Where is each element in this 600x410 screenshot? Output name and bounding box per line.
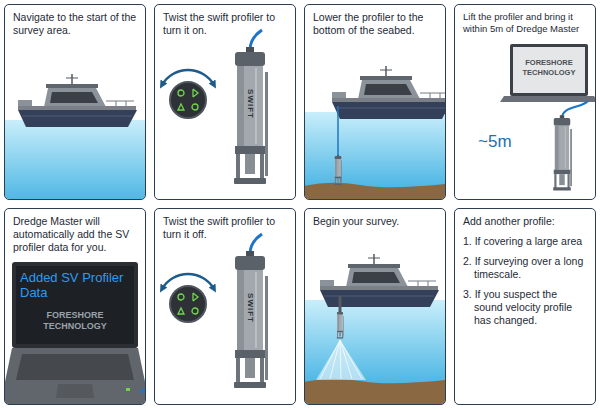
device-logo: SWIFT [246,89,254,119]
panel-1-art [162,30,268,184]
panel-5-art [162,234,268,388]
distance-label: ~5m [478,132,528,152]
list-item: 3. If you suspect the sound velocity pro… [463,288,587,327]
panel-6-art-part-part [340,340,352,379]
panel-6-art-part-part [340,340,362,379]
step-text: Lower the profiler to the bottom of the … [313,11,437,37]
panel-2-art-part [305,183,445,199]
panel-3-art-part [513,47,585,93]
panel-1-art-part [162,70,214,118]
step-text: Add another profile: [463,215,587,228]
device-logo: SWIFT [246,293,254,323]
panel-4-art-part [12,262,138,348]
panel-3-art-part [500,96,595,102]
panel-6-art-part-part [340,340,341,379]
step-panel: Add another profile: 1. If covering a lar… [454,208,596,405]
step-text: Begin your survey. [313,215,437,228]
panel-6-art-part [305,379,445,404]
panel-0-art-part [18,74,137,127]
step-text: Dredge Master will automatically add the… [13,215,137,254]
step-panel: Lift the profiler and bring it within 5m… [454,4,596,200]
step-panel: Navigate to the start of the survey area… [4,4,146,200]
list-item: 1. If covering a large area [463,235,587,248]
step-text: Twist the swift profiler to turn it off. [163,215,287,241]
screen-text: FORESHORE TECHNOLOGY [36,310,114,332]
panel-2-art-part [337,106,339,156]
panel-6-art-part [316,340,366,380]
panel-2-art-part [332,66,445,119]
panel-6-art-part [320,340,362,379]
step-panel: Twist the swift profiler to turn it on. [154,4,296,200]
panel-0-art [5,74,145,199]
panel-5-art-part [234,251,268,388]
panel-0-art-part [5,120,145,199]
step-panel: Dredge Master will automatically add the… [4,208,146,405]
panel-2-art [305,66,445,199]
panel-6-art-part [305,300,445,384]
screen-text: Added SV Profiler Data [20,270,132,300]
panel-4-art-part [140,388,145,392]
panel-6-art-part-part [320,340,340,379]
panel-6-art-part [337,311,344,338]
panel-4-art-part [16,266,134,344]
list-item: 2. If surveying over a long timescale. [463,255,587,281]
panel-3-art-part [510,44,588,96]
panel-4-art-part [56,384,94,398]
panel-4-art [5,262,145,404]
step-panel: Begin your survey. [304,208,446,405]
step-text: Twist the swift profiler to turn it on. [163,11,287,37]
panel-4-art-part [126,388,130,391]
panel-3-art-part [562,101,588,118]
panel-5-art-part [162,274,214,322]
panel-6-art [305,254,445,404]
panel-4-art-part [16,354,134,380]
panel-3-art-part [553,115,572,190]
step-text: Navigate to the start of the survey area… [13,11,137,37]
panel-1-art-part [234,47,268,184]
panel-4-art-part [5,348,145,404]
panel-6-art-part-part [330,340,340,379]
screen-text: FORESHORE TECHNOLOGY [515,58,583,78]
panel-6-art-part [320,254,439,307]
panel-3-art [500,44,595,191]
step-panel: Lower the profiler to the bottom of the … [304,4,446,200]
panel-2-art-part [305,112,445,188]
panel-2-art-part [334,155,341,185]
step-panel: Twist the swift profiler to turn it off. [154,208,296,405]
step-text: Lift the profiler and bring it within 5m… [463,11,587,35]
